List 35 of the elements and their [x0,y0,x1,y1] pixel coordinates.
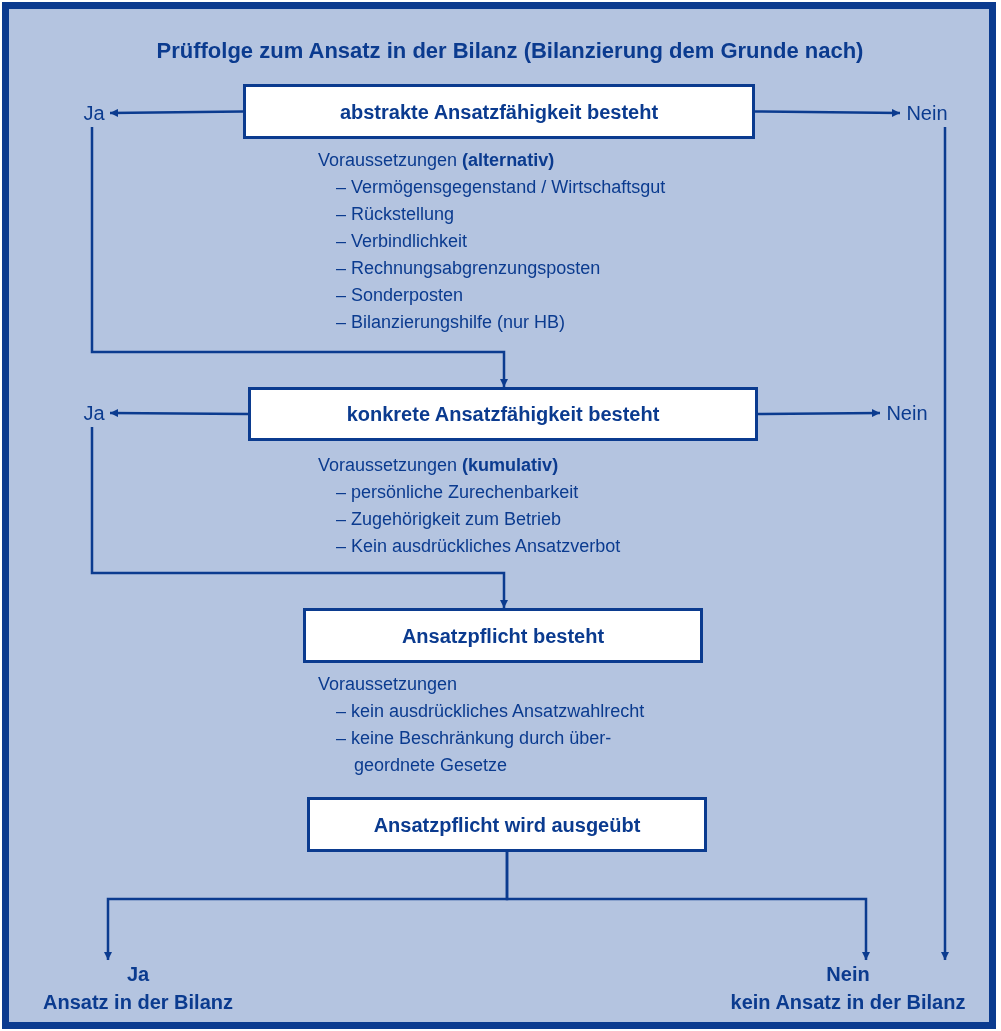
arrow [110,108,243,117]
process-box: Ansatzpflicht wird ausgeübt [307,797,707,852]
requirement-item: – Bilanzierungshilfe (nur HB) [336,311,566,334]
arrow [90,427,508,608]
process-box: konkrete Ansatzfähigkeit besteht [248,387,758,441]
arrow [758,409,880,418]
requirement-item: – Zugehörigkeit zum Betrieb [336,508,562,531]
outcome-label: kein Ansatz in der Bilanz [730,990,966,1015]
process-box: abstrakte Ansatzfähigkeit besteht [243,84,755,139]
outcome-label: Ja [126,962,150,987]
requirement-item: – Vermögensgegenstand / Wirtschaftsgut [336,176,666,199]
requirements-heading: Voraussetzungen (kumulativ) [318,454,559,477]
arrow [755,108,900,117]
outcome-label: Nein [826,962,870,987]
requirement-item: – kein ausdrückliches Ansatzwahlrecht [336,700,645,723]
requirement-item: – persönliche Zurechenbarkeit [336,481,579,504]
requirement-item: – Sonderposten [336,284,465,307]
outcome-label: Ansatz in der Bilanz [43,990,233,1015]
requirements-heading: Voraussetzungen [318,673,458,696]
arrow [941,127,949,960]
requirement-item: – keine Beschränkung durch über- geordnete Gesetze [336,727,613,777]
arrow [90,127,508,387]
arrow [505,852,870,960]
requirement-item: – Rechnungsabgrenzungsposten [336,257,602,280]
arrow [110,409,248,418]
requirement-item: – Rückstellung [336,203,456,226]
process-box: Ansatzpflicht besteht [303,608,703,663]
branch-label: Ja [78,399,110,427]
branch-label: Nein [880,399,934,427]
requirement-item: – Verbindlichkeit [336,230,469,253]
requirements-heading: Voraussetzungen (alternativ) [318,149,555,172]
branch-label: Nein [900,99,954,127]
branch-label: Ja [78,99,110,127]
diagram-title: Prüffolge zum Ansatz in der Bilanz (Bilanzierung dem Grunde nach) [155,37,865,65]
requirement-item: – Kein ausdrückliches Ansatzverbot [336,535,621,558]
